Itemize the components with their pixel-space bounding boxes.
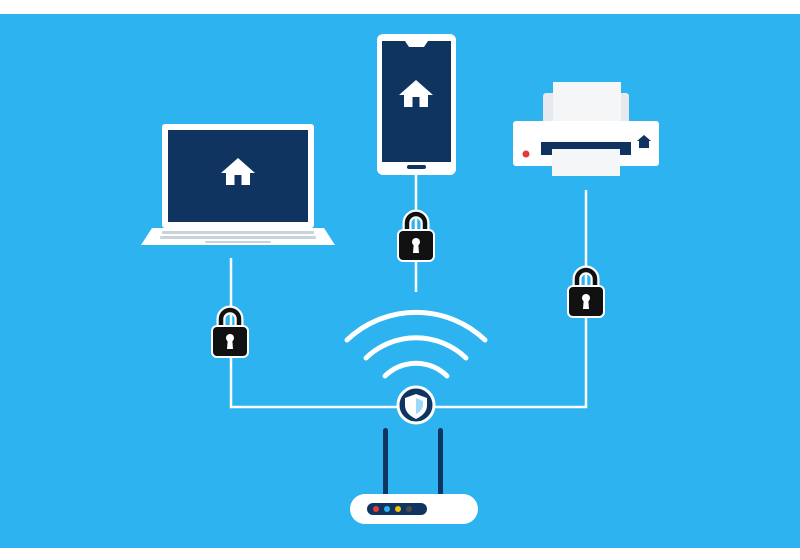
home-icon	[637, 135, 651, 148]
router-status-light	[395, 506, 401, 512]
laptop-icon	[141, 124, 335, 245]
router-antenna-right	[438, 428, 443, 498]
shield-icon	[396, 385, 436, 425]
wifi-icon	[344, 309, 488, 379]
router-status-light	[384, 506, 390, 512]
printer-power-light	[522, 150, 530, 158]
router-status-light	[406, 506, 412, 512]
router-antenna-left	[383, 428, 388, 498]
printer-paper-out	[552, 149, 620, 176]
router-status-light	[373, 506, 379, 512]
smartphone-icon	[377, 34, 456, 175]
printer-link	[434, 190, 588, 409]
router-icon	[350, 428, 478, 524]
laptop-link	[229, 258, 397, 409]
phone-notch	[405, 41, 428, 47]
printer-paper-in	[553, 82, 621, 122]
printer-icon	[513, 82, 659, 176]
router-status-lights	[373, 506, 412, 512]
phone-home-bar	[407, 165, 426, 169]
